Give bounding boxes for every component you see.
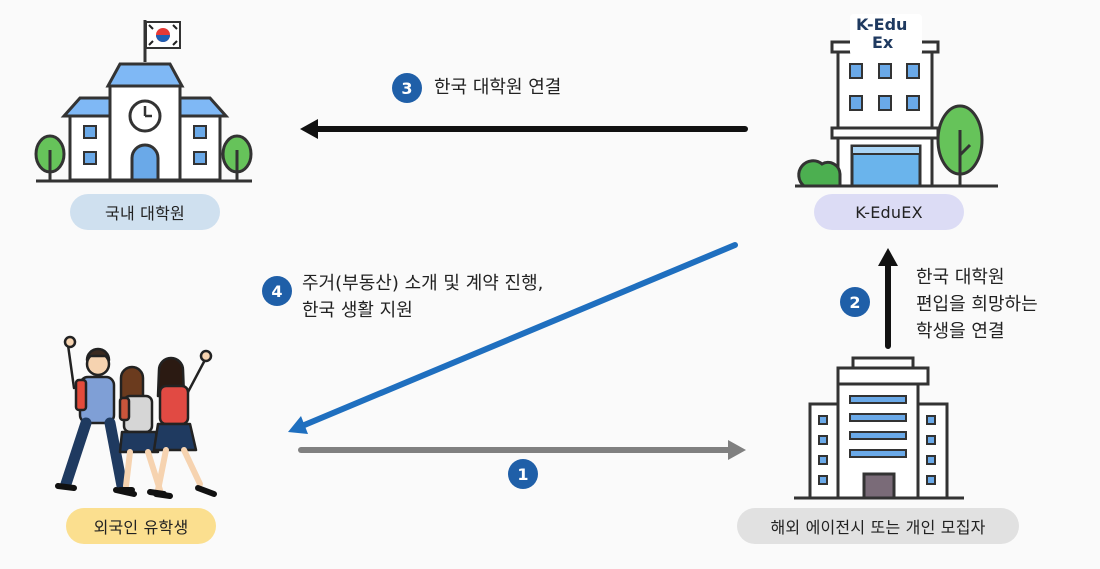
arrow-step-1 [298,440,746,460]
step-1-badge: 1 [508,459,538,489]
step-4-line-1: 주거(부동산) 소개 및 계약 진행, [302,273,544,294]
node-keduex: K-EduEX [814,194,964,230]
node-keduex-label: K-EduEX [855,202,923,222]
node-domestic-grad-label: 국내 대학원 [105,204,185,223]
step-2-line-3: 학생을 연결 [916,321,1005,342]
university-building-icon [34,20,253,183]
office-building-icon [795,40,998,188]
node-recruiters: 해외 에이전시 또는 개인 모집자 [737,508,1019,544]
node-foreign-students: 외국인 유학생 [66,508,216,544]
recruiter-building-icon [794,356,964,500]
step-2-line-1: 한국 대학원 [916,267,1005,288]
step-2-line-2: 편입을 희망하는 [916,294,1038,315]
step-4-text: 주거(부동산) 소개 및 계약 진행, 한국 생활 지원 [302,270,543,324]
arrow-step-4 [288,242,738,434]
logo-line-2: Ex [872,33,894,52]
arrow-step-3 [300,119,748,139]
students-illustration-icon [55,335,217,499]
step-3-badge: 3 [392,73,422,103]
arrow-step-2 [878,248,898,349]
step-4-badge: 4 [262,276,292,306]
node-recruiters-label: 해외 에이전시 또는 개인 모집자 [770,518,986,537]
keduex-logo: K-Edu Ex [850,14,922,56]
step-4-line-2: 한국 생활 지원 [302,300,413,321]
step-3-text: 한국 대학원 연결 [434,74,561,101]
node-domestic-grad: 국내 대학원 [70,194,220,230]
logo-line-1: K-Edu [856,15,908,34]
step-2-text: 한국 대학원 편입을 희망하는 학생을 연결 [916,264,1038,345]
step-2-badge: 2 [840,287,870,317]
step-3-line-1: 한국 대학원 연결 [434,77,562,98]
node-foreign-students-label: 외국인 유학생 [93,518,189,537]
